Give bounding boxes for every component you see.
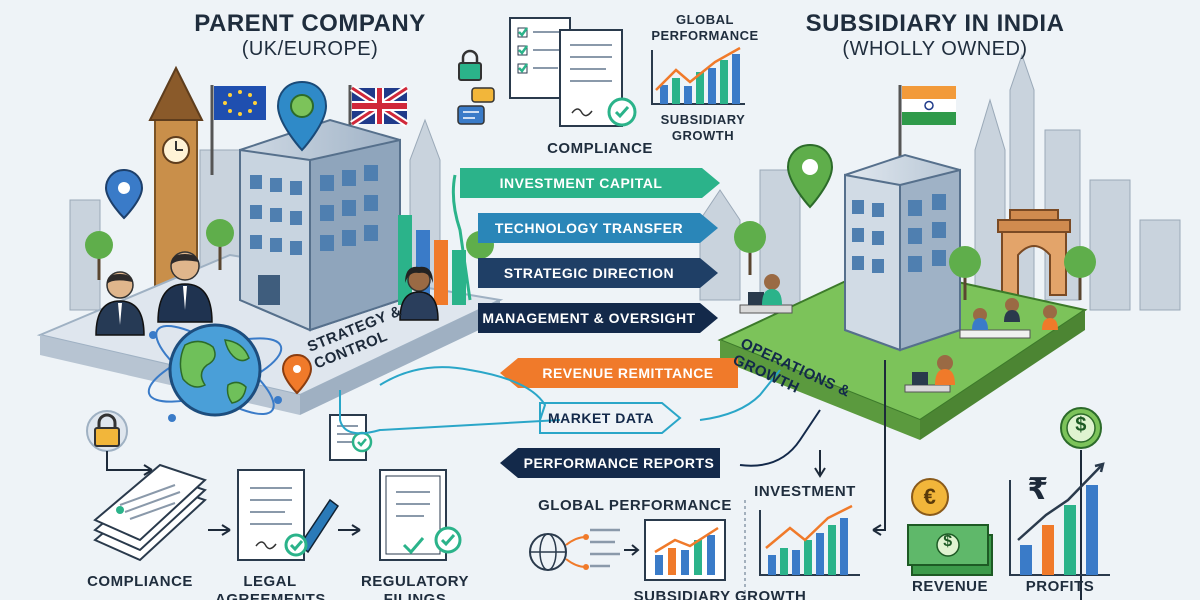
bottom-legal-label: LEGAL AGREEMENTS — [215, 573, 326, 600]
checklist-icon — [509, 17, 637, 127]
bottom-globe-icon — [529, 533, 589, 571]
parent-hq-building — [239, 118, 401, 332]
tree-icon — [85, 219, 494, 280]
globe-icon — [147, 323, 283, 422]
green-pin-icon — [786, 143, 834, 209]
orange-pin-icon — [281, 353, 313, 395]
top-global-performance-label: GLOBAL PERFORMANCE — [651, 12, 759, 43]
dollar-symbol-icon: $ — [1075, 414, 1087, 436]
subsidiary-title: SUBSIDIARY IN INDIA — [805, 10, 1065, 37]
outgoing-flow-label: TECHNOLOGY TRANSFER — [494, 220, 684, 236]
bottom-subsidiary-growth-label: SUBSIDIARY GROWTH — [633, 588, 807, 600]
top-growth-chart-icon — [651, 46, 745, 105]
connector-line — [699, 369, 781, 421]
executives-icon — [95, 251, 439, 336]
workers-icon — [739, 274, 1058, 393]
outgoing-flow-label: STRATEGIC DIRECTION — [503, 265, 675, 281]
incoming-flow-arrow — [539, 402, 682, 434]
padlock-icon — [86, 410, 128, 452]
outgoing-flow-arrow — [478, 258, 718, 288]
profits-chart-icon — [1009, 462, 1110, 576]
eu-flag-icon — [210, 85, 266, 175]
legal-agreement-icon — [237, 469, 340, 561]
bottom-compliance-label: COMPLIANCE — [87, 573, 193, 590]
bottom-global-performance-label: GLOBAL PERFORMANCE — [538, 497, 732, 514]
top-subsidiary-growth-label: SUBSIDIARY GROWTH — [660, 112, 746, 143]
bottom-investment-label: INVESTMENT — [754, 483, 856, 500]
india-gate-icon — [997, 209, 1071, 296]
connector-line — [339, 390, 561, 435]
flow-arrows — [460, 168, 738, 478]
cash-stack-icon — [907, 524, 993, 576]
dollar-coin-icon — [1060, 407, 1102, 449]
incoming-flow-label: PERFORMANCE REPORTS — [523, 455, 715, 471]
outgoing-flow-arrow — [478, 213, 718, 243]
connector-arrowhead — [814, 450, 826, 478]
euro-coin-icon — [911, 478, 949, 516]
euro-symbol-icon: € — [923, 484, 937, 509]
investment-chart-icon — [759, 504, 860, 576]
parent-subtitle: (UK/EUROPE) — [241, 38, 379, 60]
connector-line — [739, 409, 821, 467]
connector-line — [451, 174, 472, 301]
rupee-symbol-icon: ₹ — [1027, 473, 1049, 506]
incoming-flow-arrow — [500, 448, 720, 478]
map-pin-icon — [276, 80, 328, 152]
outgoing-flow-label: MANAGEMENT & OVERSIGHT — [482, 310, 696, 326]
cash-dollar-symbol-icon: $ — [943, 533, 953, 550]
chat-bubbles-icon — [457, 87, 495, 125]
connector-arrowhead — [221, 524, 231, 536]
tree-icon — [734, 221, 1096, 300]
parent-title: PARENT COMPANY — [194, 10, 426, 37]
outgoing-flow-arrow — [460, 168, 720, 198]
location-pin-icon — [104, 168, 144, 220]
regulatory-filing-icon — [379, 469, 462, 561]
subsidiary-building — [844, 153, 961, 352]
connector-arrowhead — [872, 524, 882, 536]
outgoing-flow-label: INVESTMENT CAPITAL — [499, 175, 663, 191]
incoming-flow-label: MARKET DATA — [547, 410, 655, 426]
connector-line — [875, 360, 886, 531]
connector-arrowhead — [351, 524, 361, 536]
report-lines-icon — [590, 528, 640, 568]
outgoing-flow-arrow — [478, 303, 718, 333]
bottom-revenue-label: REVENUE — [911, 578, 989, 595]
connector-line — [106, 451, 150, 471]
subsidiary-subtitle: (WHOLLY OWNED) — [842, 38, 1028, 60]
top-compliance-label: COMPLIANCE — [547, 140, 653, 157]
connector-arrowhead — [143, 464, 153, 476]
small-document-icon — [329, 414, 373, 461]
bottom-regulatory-label: REGULATORY FILINGS — [360, 573, 470, 600]
connector-line — [379, 366, 547, 421]
compliance-documents-icon — [93, 463, 207, 562]
incoming-flow-arrow — [500, 358, 738, 388]
incoming-flow-label: REVENUE REMITTANCE — [542, 365, 714, 381]
performance-chart-icon — [644, 519, 726, 581]
bottom-profits-label: PROFITS — [1025, 578, 1095, 595]
top-lock-icon — [458, 49, 482, 81]
